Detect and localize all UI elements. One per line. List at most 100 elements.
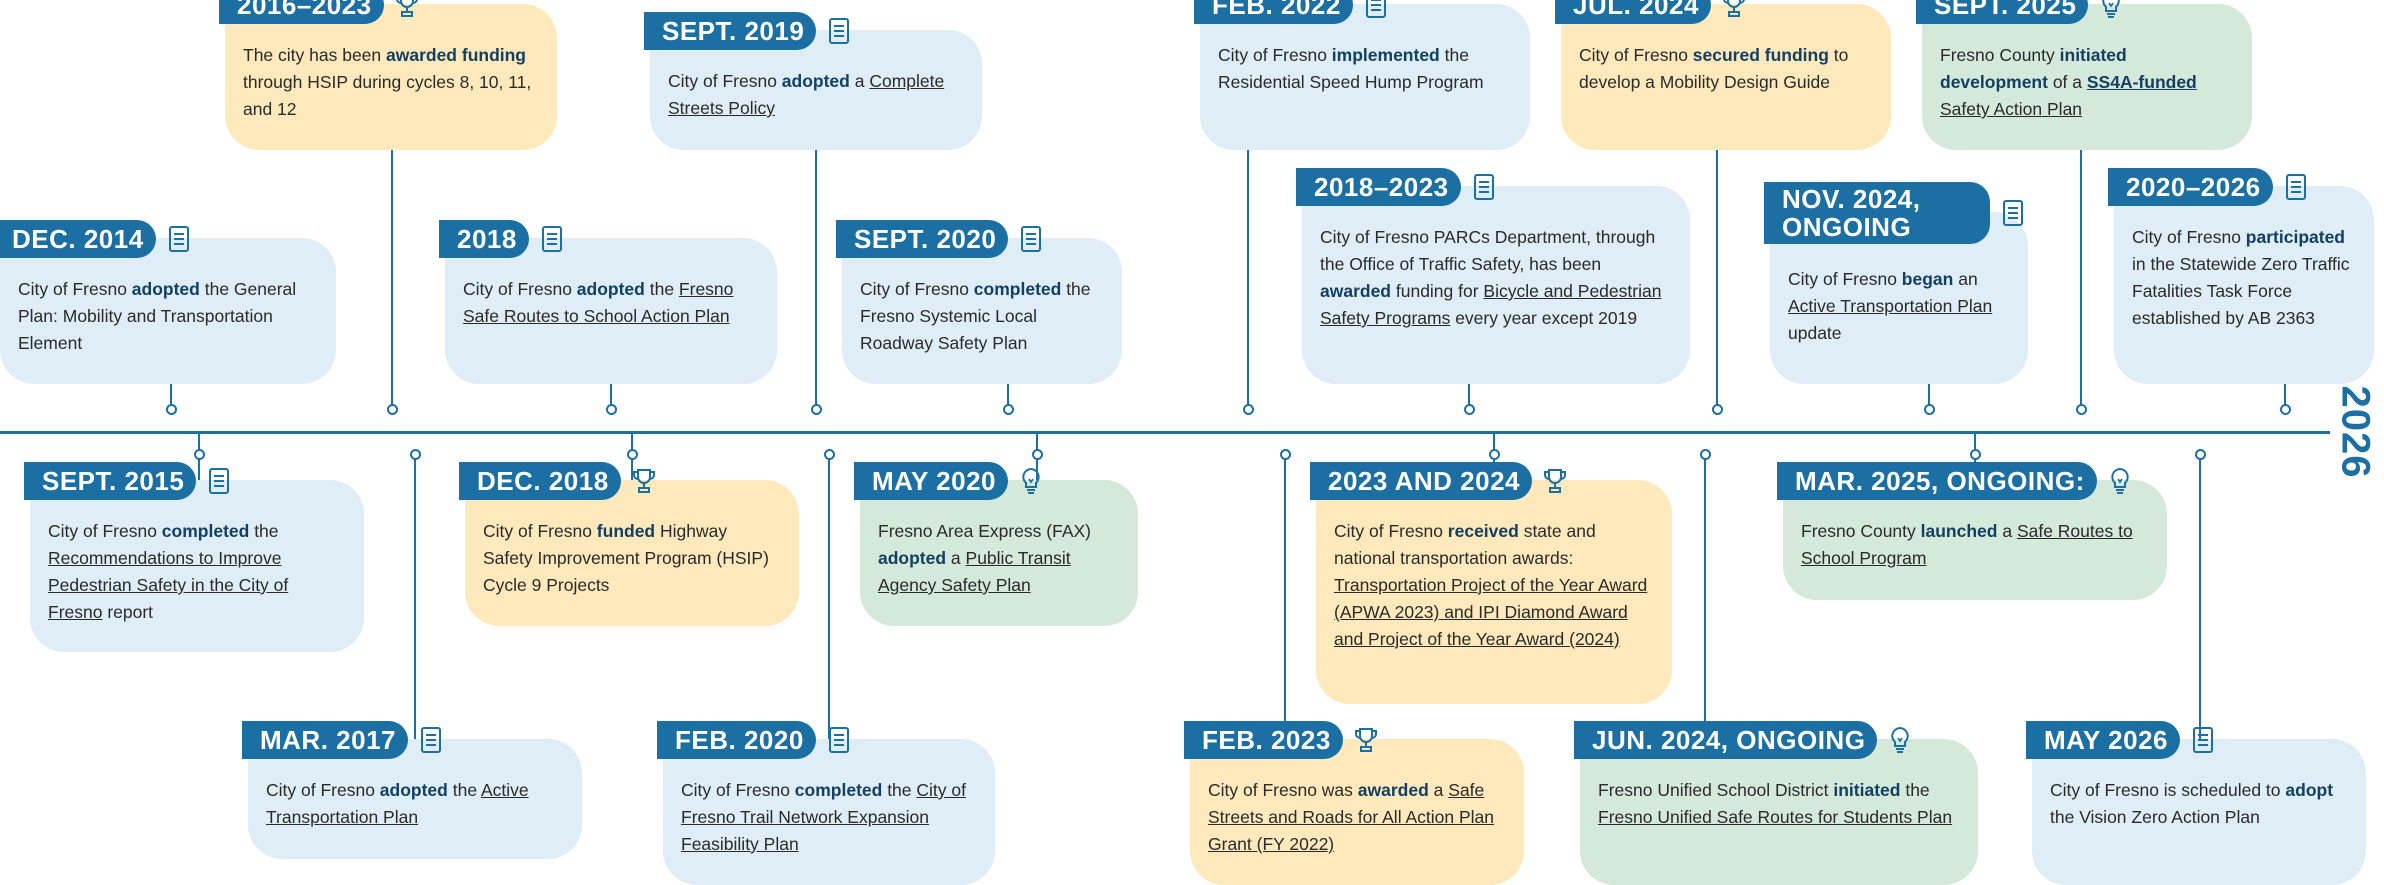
body-text: the [447, 780, 481, 800]
trophy-icon [629, 466, 659, 496]
timeline-marker [1712, 404, 1723, 415]
event-date: 2018–2023 [1296, 168, 1461, 206]
timeline-marker [1243, 404, 1254, 415]
event-label: FEB. 2020 [657, 721, 854, 759]
connector-line [1468, 384, 1470, 409]
timeline-axis [0, 431, 2330, 434]
body-text: a [1997, 521, 2017, 541]
emphasis-text: awarded [1357, 780, 1429, 800]
event-date: DEC. 2018 [459, 462, 621, 500]
connector-line [414, 454, 416, 739]
body-text: Fresno Unified School District [1598, 780, 1834, 800]
body-text: City of Fresno [1579, 45, 1693, 65]
document-icon [2188, 725, 2218, 755]
event-label: MAR. 2017 [242, 721, 446, 759]
event-label: 2020–2026 [2108, 168, 2311, 206]
timeline-marker [410, 449, 421, 460]
event-date: JUL. 2024 [1555, 0, 1711, 24]
emphasis-text: received [1447, 521, 1519, 541]
lightbulb-icon [1885, 725, 1915, 755]
body-text: City of Fresno [668, 71, 782, 91]
timeline-marker [1280, 449, 1291, 460]
document-link-text: Transportation Project of the Year Award… [1334, 575, 1648, 649]
event-description: City of Fresno PARCs Department, through… [1320, 224, 1672, 332]
body-text: a [1428, 780, 1449, 800]
event-date: SEPT. 2019 [644, 12, 817, 50]
event-description: City of Fresno began an Active Transport… [1788, 266, 2010, 347]
document-link-text: Active Transportation Plan [266, 780, 529, 827]
event-label: JUL. 2024 [1555, 0, 1749, 24]
event-description: City of Fresno adopted the Fresno Safe R… [463, 276, 759, 330]
document-link-text: City of Fresno Trail Network Expansion F… [681, 780, 966, 854]
connector-line [1704, 454, 1706, 739]
document-link-text: Safe Routes to School Program [1801, 521, 2133, 568]
emphasis-text: adopt [2285, 780, 2334, 800]
event-date: MAY 2020 [854, 462, 1008, 500]
event-label: FEB. 2022 [1194, 0, 1391, 24]
document-icon [1469, 172, 1499, 202]
event-label: SEPT. 2020 [836, 220, 1046, 258]
connector-line [1247, 150, 1249, 409]
emphasis-text: completed [973, 279, 1062, 299]
timeline-marker [1489, 449, 1500, 460]
connector-line [815, 150, 817, 409]
body-text: state and national transportation awards… [1334, 521, 1596, 568]
event-description: City of Fresno adopted the General Plan:… [18, 276, 318, 357]
document-link-text: funded [2138, 72, 2197, 92]
document-link-text: Active Transportation Plan [1788, 296, 1993, 316]
body-text: City of Fresno [681, 780, 795, 800]
timeline-marker [387, 404, 398, 415]
event-label: FEB. 2023 [1184, 721, 1381, 759]
trophy-icon [1351, 725, 1381, 755]
connector-line [828, 454, 830, 739]
event-label: MAR. 2025, ONGOING: [1777, 462, 2135, 500]
document-icon [164, 224, 194, 254]
body-text: City of Fresno [1788, 269, 1902, 289]
document-icon [1016, 224, 1046, 254]
connector-line [170, 384, 172, 409]
end-year-label: 2026 [2333, 385, 2378, 479]
event-description: City of Fresno adopted a Complete Street… [668, 68, 964, 122]
connector-line [1007, 384, 1009, 409]
event-description: Fresno County launched a Safe Routes to … [1801, 518, 2149, 572]
document-link-text: Safe Streets and Roads for All Action Pl… [1208, 780, 1494, 854]
event-date: DEC. 2014 [0, 220, 156, 258]
body-text: the [249, 521, 279, 541]
body-text: City of Fresno [483, 521, 597, 541]
body-text: the Vision Zero Action Plan [2050, 807, 2260, 827]
body-text: the [882, 780, 917, 800]
body-text: City of Fresno [266, 780, 380, 800]
timeline-marker [2280, 404, 2291, 415]
emphasis-text: awarded [1320, 281, 1391, 301]
event-date: 2016–2023 [219, 0, 384, 24]
body-text: City of Fresno is scheduled to [2050, 780, 2286, 800]
event-date: 2020–2026 [2108, 168, 2273, 206]
connector-line [610, 384, 612, 409]
event-description: The city has been awarded funding throug… [243, 42, 539, 123]
timeline-marker [1924, 404, 1935, 415]
document-icon [416, 725, 446, 755]
connector-line [2080, 150, 2082, 409]
event-description: City of Fresno was awarded a Safe Street… [1208, 777, 1506, 858]
body-text: funding for [1391, 281, 1484, 301]
event-description: City of Fresno secured funding to develo… [1579, 42, 1873, 96]
emphasis-text: completed [794, 780, 883, 800]
timeline-marker [194, 449, 205, 460]
connector-line [391, 150, 393, 409]
event-label: JUN. 2024, ONGOING [1574, 721, 1915, 759]
body-text: in the Statewide Zero Traffic Fatalities… [2132, 254, 2350, 328]
emphasis-text: implemented [1331, 45, 1440, 65]
